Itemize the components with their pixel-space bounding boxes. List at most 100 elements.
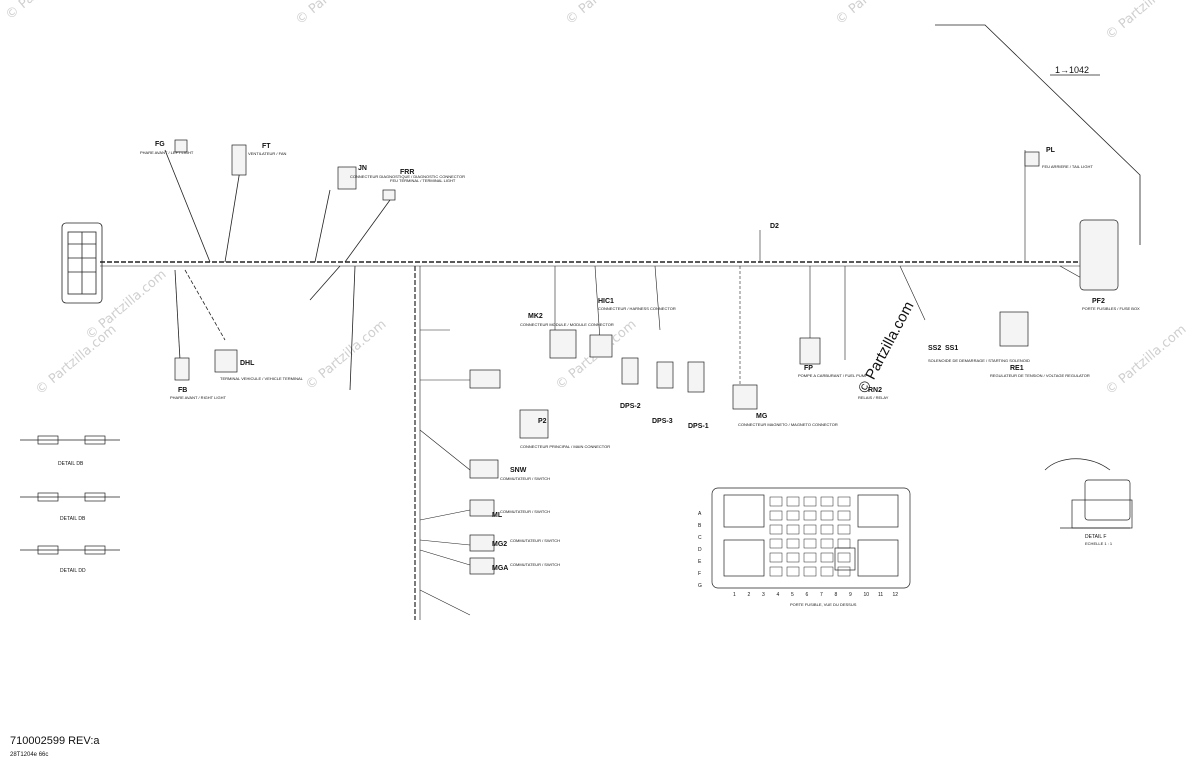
connector-code: D2 <box>770 223 779 230</box>
stamp-text: © Partzilla.com <box>855 298 918 396</box>
main-harness <box>100 149 1086 620</box>
connector-desc: TERMINAL VEHICULE / VEHICLE TERMINAL <box>220 376 304 381</box>
connector-code: MG <box>756 413 768 420</box>
fuse-slot <box>837 496 851 507</box>
fuse-block-left <box>61 222 103 304</box>
connector-code: JN <box>358 165 367 172</box>
connector-code: FRR <box>400 169 414 176</box>
fuse-col-number: 10 <box>864 592 870 598</box>
fuse-slot <box>769 496 783 507</box>
partzilla-stamp: © Partzilla.com <box>815 299 965 396</box>
fuse-slot <box>820 538 834 549</box>
fuse-col-number: 8 <box>835 592 838 598</box>
connector-desc: CONNECTEUR / HARNESS CONNECTOR <box>598 306 676 311</box>
part-number: 710002599 REV:a <box>10 735 100 747</box>
connector-code: FG <box>155 141 165 148</box>
fuse-row-letter: D <box>698 547 702 553</box>
connector-desc: COMMUTATEUR / SWITCH <box>510 538 560 543</box>
watermark: © Partzilla.com <box>563 0 649 28</box>
fuse-grid <box>769 496 851 577</box>
fuse-col-number: 9 <box>849 592 852 598</box>
watermark: © Partzilla.com <box>1103 322 1189 398</box>
connector-desc: POMPE A CARBURANT / FUEL PUMP <box>798 373 868 378</box>
connector-desc: PORTE FUSIBLES / FUSE BOX <box>1082 306 1140 311</box>
connector-desc: VENTILATEUR / FAN <box>248 151 286 156</box>
fuse-slot <box>786 510 800 521</box>
fuse-row-letter: F <box>698 571 701 577</box>
connector-code: FB <box>178 387 187 394</box>
watermark: © Partzilla.com <box>3 0 89 23</box>
connector-code: MGA <box>492 565 508 572</box>
fuse-slot <box>769 524 783 535</box>
fuse-slot <box>803 552 817 563</box>
fuse-slot <box>837 566 851 577</box>
fuse-col-number: 2 <box>748 592 751 598</box>
fuse-col-number: 1 <box>733 592 736 598</box>
connector-code: DPS-3 <box>652 418 673 425</box>
fuse-row-letter: G <box>698 583 702 589</box>
fuse-slot <box>769 552 783 563</box>
connector-code: HIC1 <box>598 298 614 305</box>
fuse-col-number: 3 <box>762 592 765 598</box>
fuse-slot <box>786 538 800 549</box>
connector-desc: RELAIS / RELAY <box>858 395 889 400</box>
watermark: © Partzilla.com <box>33 322 119 398</box>
connector-code: FP <box>804 365 813 372</box>
fuse-row-letter: B <box>698 523 702 529</box>
fuse-slot <box>820 524 834 535</box>
range-bracket <box>935 24 1141 245</box>
fuse-slot <box>786 496 800 507</box>
connector-code: FT <box>262 143 271 150</box>
fuse-slot <box>769 566 783 577</box>
fuse-slot <box>803 538 817 549</box>
connector-code: PF2 <box>1092 298 1105 305</box>
connector-code: MK2 <box>528 313 543 320</box>
range-label: 1→1042 <box>1055 65 1089 75</box>
fuse-slot <box>837 538 851 549</box>
connector-desc: REGULATEUR DE TENSION / VOLTAGE REGULATO… <box>990 373 1090 378</box>
fuse-slot <box>803 566 817 577</box>
detail-f-drawing <box>1044 458 1133 529</box>
fuse-slot <box>820 566 834 577</box>
connector-code: RE1 <box>1010 365 1024 372</box>
connector-code: P2 <box>538 418 547 425</box>
fuse-slot <box>786 552 800 563</box>
fuse-box-view <box>711 487 911 589</box>
connector-desc: PHARE AVANT / LEFT LIGHT <box>140 150 194 155</box>
detail-label: DETAIL DB <box>60 516 86 522</box>
connector-desc: FEU TERMINAL / TERMINAL LIGHT <box>390 178 456 183</box>
connector-desc: SOLENOIDE DE DEMARRAGE / STARTING SOLENO… <box>928 358 1030 363</box>
fuse-slot <box>786 524 800 535</box>
fuse-slot <box>820 510 834 521</box>
fuse-slot <box>803 496 817 507</box>
connector-desc: PHARE AVANT / RIGHT LIGHT <box>170 395 226 400</box>
detail-f-label: DETAIL F <box>1085 534 1106 540</box>
watermark: © Partzilla.com <box>303 317 389 393</box>
connector-desc: CONNECTEUR DIAGNOSTIQUE / DIAGNOSTIC CON… <box>350 174 465 179</box>
connector-code: PL <box>1046 147 1056 154</box>
fuse-slot <box>837 510 851 521</box>
fuse-slot <box>837 552 851 563</box>
connector-code: SS2 <box>928 345 941 352</box>
fuse-slot <box>820 496 834 507</box>
connector-code: RN2 <box>868 387 882 394</box>
connector-desc: COMMUTATEUR / SWITCH <box>510 562 560 567</box>
watermark: © Partzilla.com <box>293 0 379 28</box>
connector-desc: COMMUTATEUR / SWITCH <box>500 476 550 481</box>
fuse-col-number: 7 <box>820 592 823 598</box>
detail-label: DETAIL DD <box>60 568 86 574</box>
fuse-slot <box>820 552 834 563</box>
drawing-reference: 28T1204e 66c <box>10 752 49 758</box>
fuse-row-letter: E <box>698 559 702 565</box>
connector-desc: COMMUTATEUR / SWITCH <box>500 509 550 514</box>
fuse-col-number: 4 <box>777 592 780 598</box>
fuse-row-letter: A <box>698 511 702 517</box>
connector-code: DPS-2 <box>620 403 641 410</box>
detail-f-scale: ECHELLE 1 : 1 <box>1085 541 1113 546</box>
connector-desc: CONNECTEUR PRINCIPAL / MAIN CONNECTOR <box>520 444 610 449</box>
connector-desc: CONNECTEUR MODULE / MODULE CONNECTOR <box>520 322 614 327</box>
fuse-slot <box>803 510 817 521</box>
